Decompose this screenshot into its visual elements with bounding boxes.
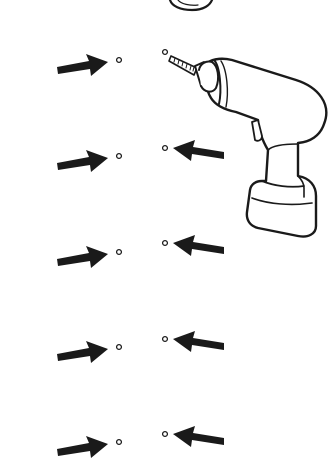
arrow-icon — [57, 246, 108, 268]
cropped-part-outline — [168, 0, 214, 12]
arrow-icon — [173, 235, 224, 256]
hole-marker — [115, 438, 123, 446]
arrow-icon — [57, 341, 108, 363]
hole-marker — [161, 335, 169, 343]
hole-marker — [161, 430, 169, 438]
arrow-icon — [57, 150, 108, 172]
arrow-icon — [57, 54, 108, 76]
drill-battery-edge — [251, 197, 313, 206]
drill-ring-cap — [198, 60, 220, 93]
hole-marker — [115, 56, 123, 64]
drill-body — [203, 57, 328, 238]
drill-trigger — [251, 119, 263, 142]
hole-marker — [161, 239, 169, 247]
drill-battery-top — [261, 180, 305, 188]
hole-marker — [161, 144, 169, 152]
drill-battery-tip — [297, 175, 305, 198]
arrow-icon — [57, 436, 108, 458]
drill-handle-line — [267, 143, 299, 151]
hole-marker — [115, 152, 123, 160]
right-arrows — [173, 140, 224, 447]
drill-bit — [168, 55, 198, 76]
arrow-icon — [173, 140, 224, 161]
cropped-part-inner-line — [177, 0, 199, 6]
hole-marker — [115, 248, 123, 256]
left-arrows — [57, 54, 108, 458]
arrow-icon — [173, 331, 224, 352]
hole-marker — [161, 48, 169, 56]
arrow-icon — [173, 426, 224, 447]
hole-marker — [115, 343, 123, 351]
drill-icon — [168, 55, 328, 238]
drill-front-ring-inner — [220, 60, 229, 108]
drill-front-ring — [213, 59, 222, 105]
hole-markers — [115, 48, 169, 446]
